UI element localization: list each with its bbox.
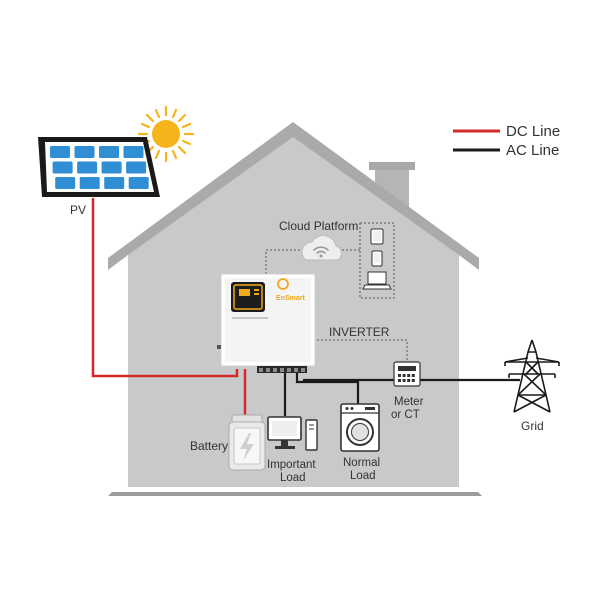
inverter-screen — [231, 282, 265, 312]
solar-panel-icon — [38, 137, 160, 197]
pv-dc-line — [91, 198, 239, 378]
battery-icon — [228, 414, 266, 471]
meter-label-line1: Meter — [394, 396, 424, 408]
tablet-icon — [370, 228, 384, 245]
cloud-platform-label: Cloud Platform — [279, 219, 358, 233]
brand-name: EnSmart — [276, 295, 305, 302]
brand-logo-icon — [277, 278, 289, 290]
meter-label-line2: or CT — [391, 409, 420, 421]
solar-cell — [123, 146, 144, 158]
solar-cell — [101, 161, 122, 174]
computer-icon — [267, 416, 318, 451]
grid-label: Grid — [521, 419, 544, 433]
wifi-cloud-icon — [301, 235, 342, 261]
laptop-icon — [362, 271, 392, 290]
solar-cell — [52, 161, 73, 174]
battery-label: Battery — [190, 439, 228, 453]
normal-load-ac-line — [295, 372, 360, 404]
solar-cell — [128, 177, 149, 189]
solar-cell — [104, 177, 125, 189]
transmission-tower-icon — [504, 339, 560, 413]
ac-line-label: AC Line — [506, 142, 559, 159]
solar-cell — [74, 146, 95, 158]
devices-box — [359, 222, 395, 299]
ground — [108, 492, 482, 496]
terminal-port — [287, 368, 291, 372]
meter-key — [398, 379, 401, 382]
important-load-label-line2: Load — [280, 472, 306, 484]
normal-load-label-line2: Load — [350, 470, 376, 482]
important-load-label-line1: Important — [267, 459, 316, 471]
solar-cell — [55, 177, 76, 189]
solar-cell — [77, 161, 98, 174]
meter-key — [402, 374, 406, 377]
dc-lines — [91, 198, 247, 415]
meter-key — [398, 374, 401, 377]
phone-icon — [371, 250, 383, 267]
normal-load-label-line1: Normal — [343, 457, 380, 469]
meter-key — [411, 379, 415, 382]
meter-key — [407, 374, 411, 377]
solar-cell — [126, 161, 147, 174]
inverter-label: INVERTER — [329, 325, 390, 339]
meter-icon — [393, 361, 421, 387]
meter-key — [407, 379, 411, 382]
terminal-port — [294, 368, 298, 372]
pv-label: PV — [70, 203, 86, 217]
solar-cell — [50, 146, 70, 158]
terminal-port — [301, 368, 305, 372]
inverter: EnSmart — [217, 273, 316, 373]
dc-line-label: DC Line — [506, 123, 560, 140]
solar-cell — [79, 177, 100, 189]
meter-key — [411, 374, 415, 377]
solar-cell — [99, 146, 119, 158]
terminal-port — [273, 368, 277, 372]
terminal-port — [280, 368, 284, 372]
terminal-port — [259, 368, 263, 372]
chimney-cap — [369, 162, 415, 170]
cloud-links — [265, 249, 408, 362]
washing-machine-icon — [340, 403, 380, 452]
meter-key — [402, 379, 406, 382]
legend: DC Line AC Line — [453, 123, 560, 159]
terminal-port — [266, 368, 270, 372]
